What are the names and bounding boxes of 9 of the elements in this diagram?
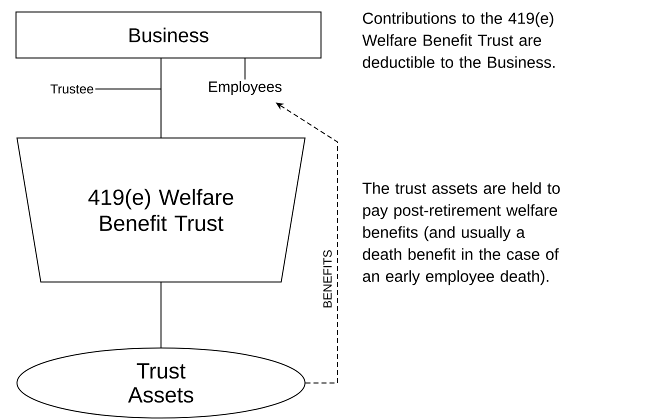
connector-line [244, 58, 246, 80]
employees-label: Employees [209, 81, 282, 95]
edge-label: BENEFITS [323, 250, 332, 308]
note-paragraph: Contributions to the 419(e) Welfare Benefit Trust are deductible to the Business. [362, 12, 555, 68]
trustee-label: Trustee [50, 84, 94, 94]
connector-line [160, 282, 162, 348]
business-box: Business [16, 12, 322, 58]
connector-line [94, 88, 162, 138]
note-paragraph: The trust assets are held to pay post-retirement welfare benefits (and usually a death benefit in the case of an early employee death). [362, 182, 560, 286]
